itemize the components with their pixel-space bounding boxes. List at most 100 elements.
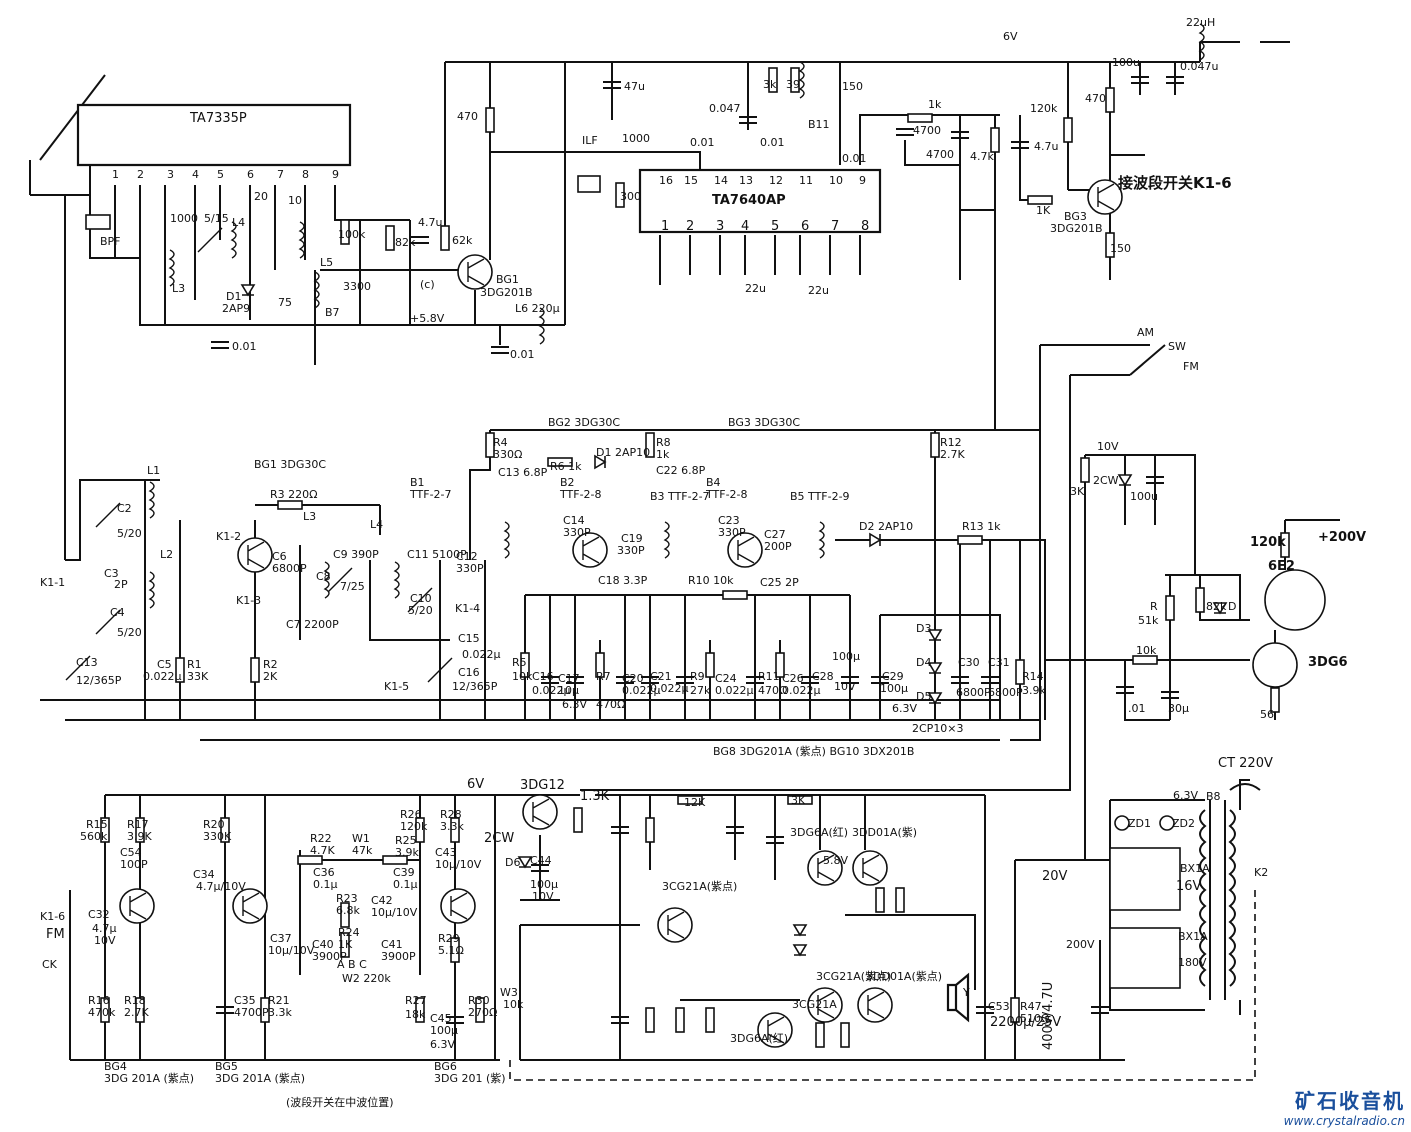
label-c26: C26 [782, 672, 804, 685]
inductor-coil [298, 221, 305, 259]
label-note: (波段开关在中波位置) [286, 1095, 394, 1109]
label-r20v: 330K [203, 830, 232, 843]
label-c41: C41 [381, 938, 403, 951]
label-c-22u-a: 22u [745, 282, 766, 295]
label-r24: R24 [338, 926, 360, 939]
capacitor [1091, 1006, 1109, 1014]
label-c32w: 10V [94, 934, 116, 947]
label-w2: W2 220k [342, 972, 391, 985]
label-r21v: 3.3k [268, 1006, 292, 1019]
label-c4v: 5/20 [117, 626, 142, 639]
label-r26v: 120k [400, 820, 428, 833]
label-c17: C17 [558, 672, 580, 685]
label-c-001b: 0.01 [760, 136, 785, 149]
ta7640-pin-3: 3 [716, 219, 724, 234]
label-r2v: 2K [263, 670, 278, 683]
label-bg2: BG2 3DG30C [548, 416, 620, 429]
capacitor [1011, 141, 1029, 149]
resistor [675, 1007, 685, 1033]
resistor [100, 817, 110, 843]
label-c14v: 330P [563, 526, 591, 539]
label-c44v: 100μ [530, 878, 558, 891]
label-c-75: 75 [278, 296, 292, 309]
label-bg4: BG4 [104, 1060, 127, 1073]
resistor [930, 432, 940, 458]
label-c30: C30 [958, 656, 980, 669]
label-c15: C15 [458, 632, 480, 645]
label-c-4700b: 4700 [926, 148, 954, 161]
label-l-22uh: 22uH [1186, 16, 1215, 29]
label-c15v: 0.022μ [462, 648, 501, 661]
label-k13: K1-3 [236, 594, 261, 607]
label-r1: R1 [187, 658, 202, 671]
label-r16: R16 [88, 994, 110, 1007]
label-bg6: BG6 [434, 1060, 457, 1073]
transistor-bg4-symbol [129, 892, 147, 920]
transistor-amp-bg16 [857, 987, 893, 1023]
label-c8: C8 [316, 570, 331, 583]
label-c45w: 6.3V [430, 1038, 455, 1051]
watermark-title: 矿石收音机 [1295, 1089, 1405, 1113]
tuning-tube-6e2 [1264, 569, 1326, 631]
label-r10: R10 10k [688, 574, 734, 587]
resistor [895, 887, 905, 913]
label-l6: L6 220μ [515, 302, 560, 315]
transistor-bg1-symbol [467, 258, 485, 286]
inductor-coil [313, 271, 320, 309]
label-c23: C23 [718, 514, 740, 527]
transistor-bg6-symbol [450, 892, 468, 920]
label-d1: D1 [226, 290, 241, 303]
label-r13: R13 1k [962, 520, 1001, 533]
capacitor [1166, 76, 1184, 84]
label-r12: R12 [940, 436, 962, 449]
label-bg5: BG5 [215, 1060, 238, 1073]
label-c-4700a: 4700 [913, 124, 941, 137]
label-r-1k: 1k [928, 98, 942, 111]
label-bg3: BG3 [1064, 210, 1087, 223]
label-c31v: 6800P [988, 686, 1023, 699]
label-l1: L1 [147, 464, 160, 477]
label-c44: C44 [530, 854, 552, 867]
label-c27: C27 [764, 528, 786, 541]
label-bg1b: BG1 3DG30C [254, 458, 326, 471]
resistor [875, 887, 885, 913]
label-k15: K1-5 [384, 680, 409, 693]
label-v6: 6V [467, 777, 484, 792]
resistor [277, 500, 303, 510]
label-c16cv: 0.022μ [532, 684, 571, 697]
label-r7: R7 [596, 670, 611, 683]
label-w3v: 10k [503, 998, 524, 1011]
label-r47: R47 [1020, 1000, 1042, 1013]
diode [1212, 602, 1228, 615]
resistor [615, 182, 625, 208]
label-abc: A B C [337, 958, 367, 971]
label-c5: C5 [157, 658, 172, 671]
capacitor [676, 676, 694, 684]
label-b4v: TTF-2-8 [705, 488, 748, 501]
resistor [645, 432, 655, 458]
inductor-coil [148, 571, 155, 609]
label-c-0047: 0.047 [709, 102, 741, 115]
capacitor [896, 128, 914, 136]
label-r11v: 470Ω [758, 684, 787, 697]
label-ck: CK [42, 958, 58, 971]
ic-ta7335p-label: TA7335P [189, 111, 247, 126]
transistor-q-3dg12-symbol [532, 798, 550, 826]
label-r29: R29 [438, 932, 460, 945]
label-spk: Y [962, 986, 970, 999]
capacitor [611, 1016, 629, 1024]
transistor-amp-bg11-symbol [817, 991, 835, 1019]
ta7640-pin-7: 7 [831, 219, 839, 234]
ta7640-pin-6: 6 [801, 219, 809, 234]
label-c13b: C13 6.8P [498, 466, 548, 479]
label-r21: R21 [268, 994, 290, 1007]
resistor [1105, 87, 1115, 113]
ta7640-pin-16: 16 [659, 174, 673, 187]
label-c-1000: 1000 [622, 132, 650, 145]
label-b7: B7 [325, 306, 340, 319]
inductor-coil [393, 561, 400, 599]
transistor-bg1-am [237, 537, 273, 573]
label-r-62k: 62k [452, 234, 473, 247]
ta7335-pin-2: 2 [137, 168, 144, 181]
